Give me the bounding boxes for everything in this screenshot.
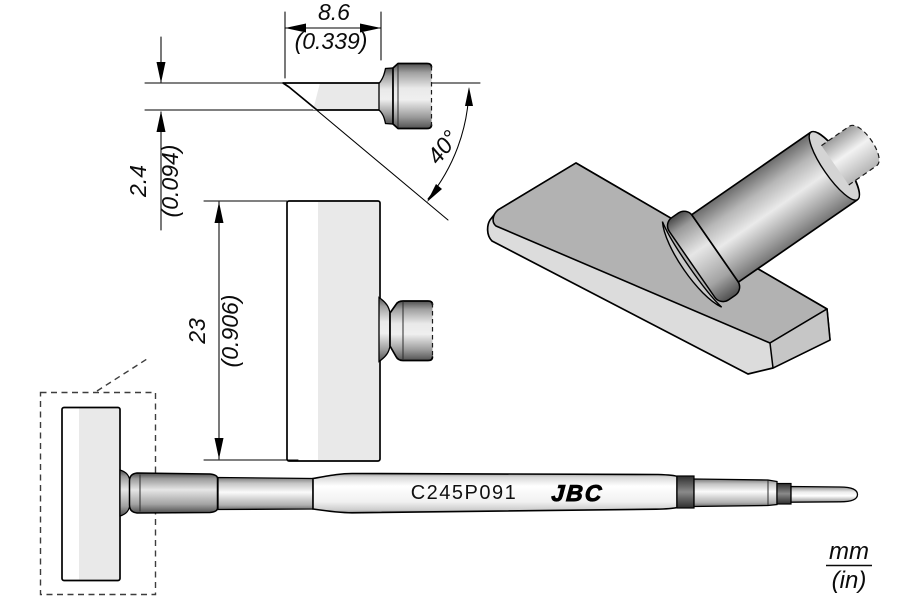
dimension-arrow: [465, 87, 473, 106]
units-in: (in): [832, 567, 867, 594]
cartridge-blade-shaded-band: [79, 408, 119, 580]
dim-blade-thickness-mm: 2.4: [125, 165, 151, 198]
dimension-arrow: [156, 111, 166, 132]
units-mm: mm: [829, 538, 869, 565]
dim-bevel-angle: 40°: [422, 125, 464, 168]
brand-logo: JBC: [551, 480, 605, 506]
blade-bevel-face: [313, 83, 380, 110]
dimension-blade-thickness: 2.4 (0.094): [125, 36, 183, 231]
cartridge-shaft: [217, 476, 314, 511]
shaft-stub: [821, 124, 880, 186]
cartridge-collar: [128, 472, 219, 514]
dim-blade-width-mm: 23: [184, 318, 210, 345]
cartridge-neck: [119, 469, 131, 517]
blade-front-shaded-band: [318, 202, 379, 460]
dim-blade-width-in: (0.906): [217, 295, 243, 368]
dim-blade-thickness-in: (0.094): [157, 145, 183, 218]
dimension-arrow: [156, 62, 166, 83]
connector-cup: [378, 296, 434, 363]
shaft-3d: [661, 124, 880, 308]
dimension-blade-length: 8.6 (0.339): [284, 0, 382, 79]
cartridge-contact-rod: [790, 485, 859, 503]
dimension-arrow: [285, 23, 306, 33]
cartridge-band-1: [676, 475, 695, 509]
blade-3d-end-face: [769, 308, 831, 369]
cartridge-view: C245P091 JBC: [39, 358, 859, 596]
cartridge-band-2: [776, 482, 792, 505]
dimension-arrow: [214, 438, 224, 459]
detail-leader-line: [96, 358, 148, 392]
isometric-view: [486, 124, 880, 375]
shaft-fillet: [661, 221, 723, 308]
dimension-arrow: [360, 23, 381, 33]
dim-blade-length-mm: 8.6: [318, 0, 350, 25]
dimension-arrow: [214, 202, 224, 223]
side-view: 8.6 (0.339) 2.4 (0.094) 40°: [125, 0, 481, 231]
blade-profile-outline: [282, 82, 381, 111]
units-label: mm (in): [826, 538, 872, 594]
dim-blade-length-in: (0.339): [295, 28, 368, 54]
connector-cup: [378, 62, 433, 130]
part-number-label: C245P091: [411, 482, 518, 504]
dimension-arrow: [427, 184, 442, 202]
dimension-blade-width: 23 (0.906): [184, 200, 299, 461]
front-view: 23 (0.906): [184, 200, 434, 462]
cartridge-rear-cylinder: [693, 478, 778, 508]
